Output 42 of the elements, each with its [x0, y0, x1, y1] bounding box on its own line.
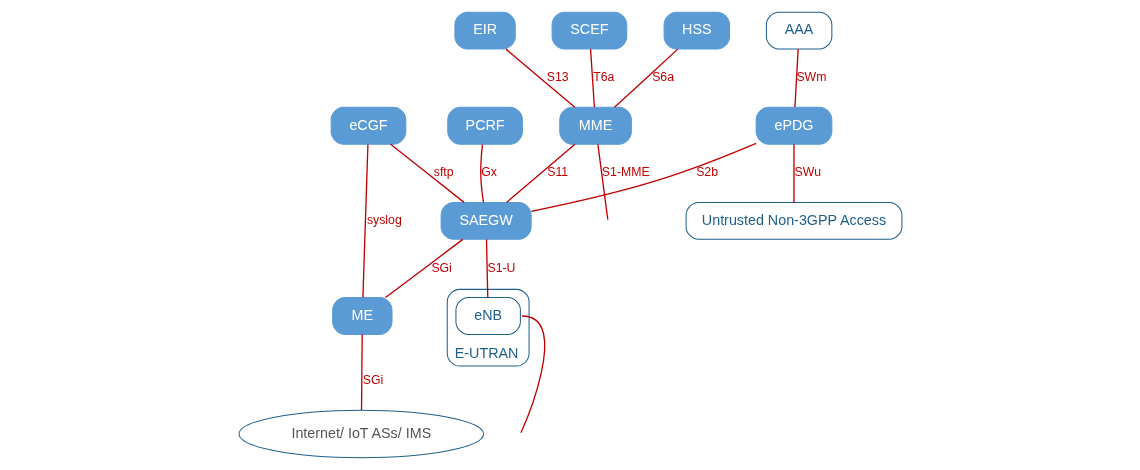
connector — [792, 143, 795, 204]
node-box: AAA — [765, 11, 832, 50]
node-ellipse: Internet/ IoT ASs/ IMS — [238, 409, 484, 459]
connector — [530, 142, 757, 212]
connector — [504, 48, 576, 108]
connector — [389, 143, 465, 204]
connector — [384, 238, 463, 299]
node-box: ePDG — [755, 106, 832, 145]
edge-label: SGi — [362, 373, 383, 388]
connector — [613, 48, 678, 108]
edge-label: S1-MME — [601, 165, 650, 180]
edge-label: SWu — [794, 165, 821, 180]
edge-label: S1-U — [486, 260, 515, 275]
node-box: SCEF — [551, 11, 627, 50]
edge-label: SWm — [795, 70, 826, 85]
edge-label: T6a — [592, 70, 614, 85]
edge-label: S11 — [546, 165, 568, 180]
connector — [479, 143, 484, 204]
connector — [485, 238, 488, 299]
node-box: HSS — [663, 11, 730, 50]
edge-label: syslog — [366, 213, 402, 228]
edge-label: S2b — [695, 165, 718, 180]
edge-label: Gx — [480, 165, 497, 180]
connector — [360, 333, 363, 411]
edge-label: SGi — [430, 260, 452, 275]
connector — [793, 48, 799, 108]
connector — [505, 143, 576, 204]
node-box: ME — [331, 297, 392, 335]
connector — [361, 143, 369, 299]
node-box: eNB — [454, 297, 521, 335]
connector — [519, 315, 545, 434]
edge-label: S6a — [651, 70, 674, 85]
edge-label: sftp — [433, 165, 454, 180]
node-box: SAEGW — [440, 201, 532, 240]
node-box: MME — [558, 106, 632, 145]
node-box: PCRF — [446, 106, 523, 145]
connector — [589, 48, 595, 108]
node-box: EIR — [453, 11, 516, 50]
connector — [596, 143, 608, 221]
node-box: Untrusted Non-3GPP Access — [685, 201, 902, 240]
node-box: eCGF — [330, 106, 406, 145]
edge-label: S13 — [546, 70, 569, 85]
